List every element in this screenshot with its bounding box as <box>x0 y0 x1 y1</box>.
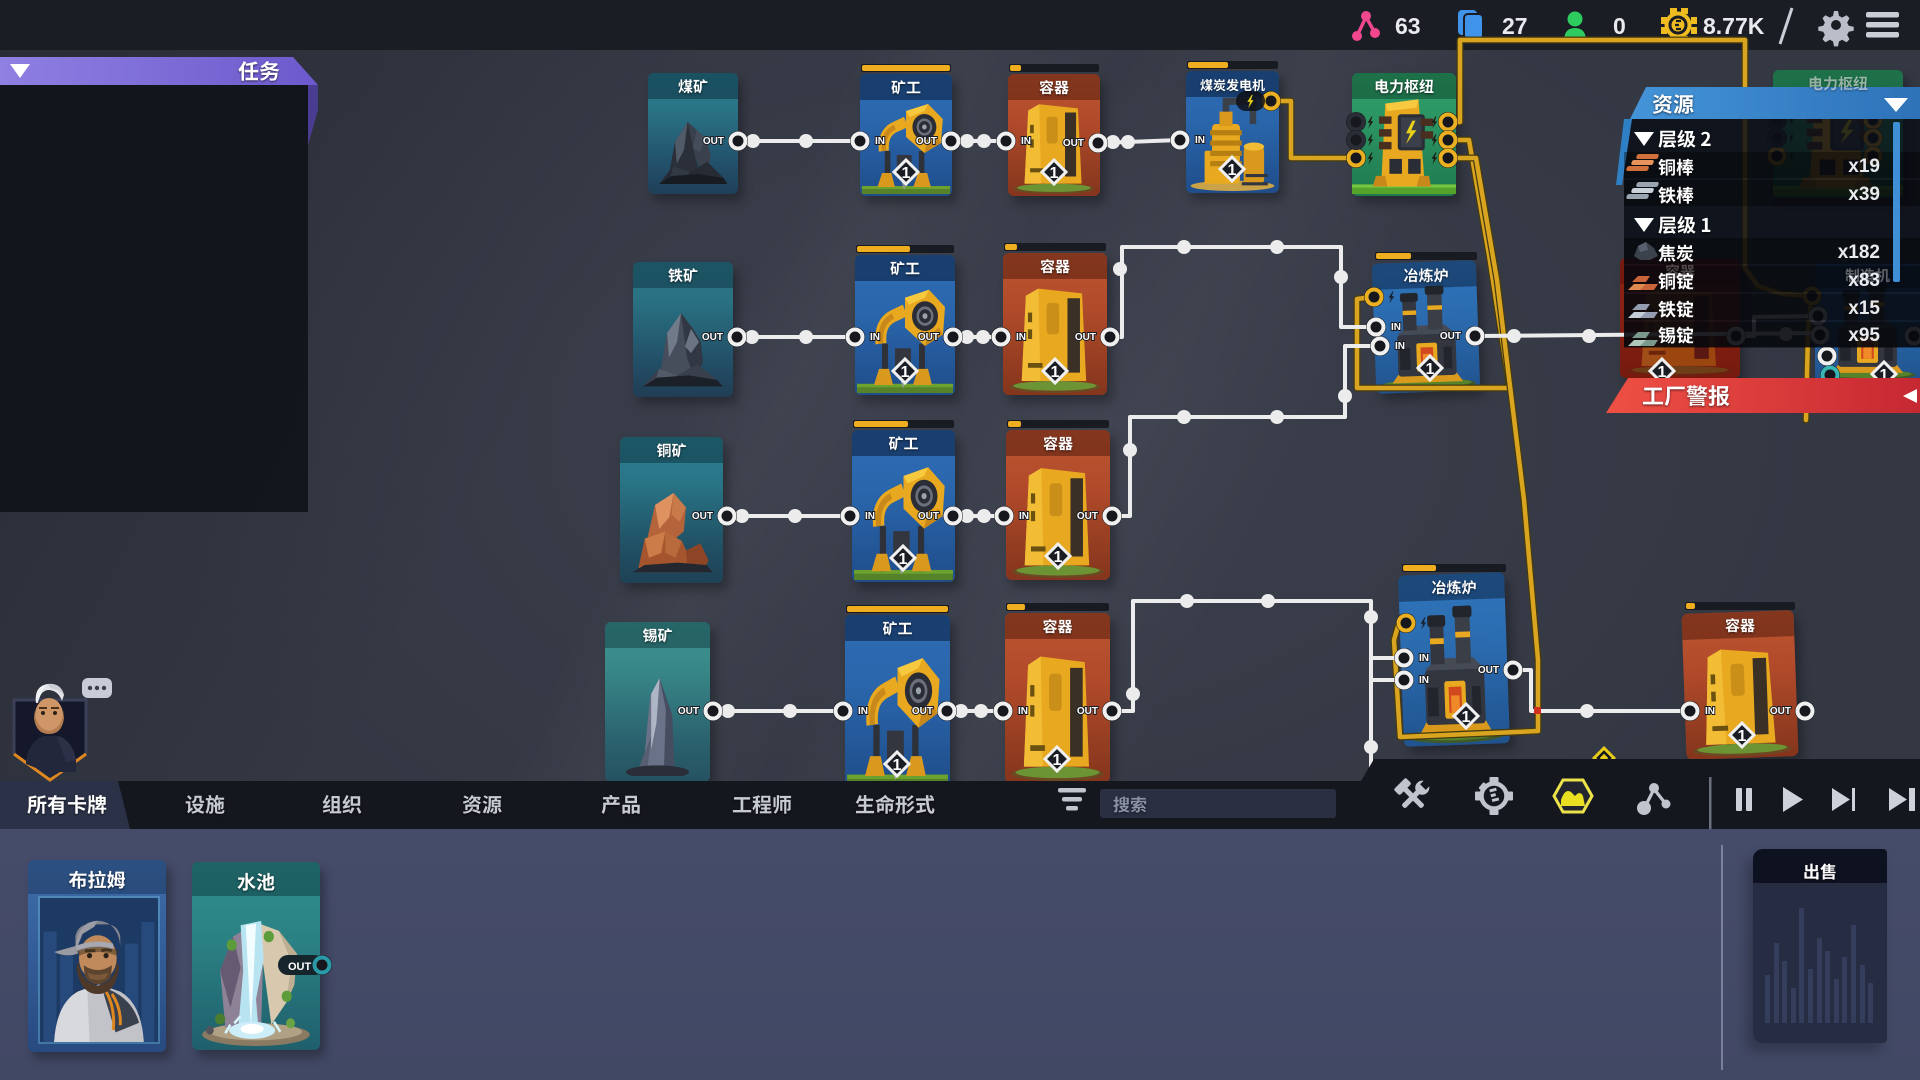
svg-text:IN: IN <box>1419 675 1429 686</box>
svg-text:IN: IN <box>1419 653 1429 664</box>
svg-text:OUT: OUT <box>678 706 699 717</box>
svg-text:OUT: OUT <box>1063 138 1084 149</box>
svg-text:1: 1 <box>1053 752 1062 769</box>
svg-text:OUT: OUT <box>1077 511 1098 522</box>
svg-text:IN: IN <box>875 136 885 147</box>
svg-text:IN: IN <box>1395 341 1405 352</box>
svg-text:1: 1 <box>1050 165 1059 182</box>
svg-text:IN: IN <box>865 511 875 522</box>
svg-text:OUT: OUT <box>288 961 312 973</box>
svg-text:1: 1 <box>1054 549 1063 566</box>
svg-text:OUT: OUT <box>916 136 937 147</box>
svg-text:OUT: OUT <box>1770 706 1791 717</box>
svg-text:IN: IN <box>1391 322 1401 333</box>
svg-text:1: 1 <box>1880 367 1889 384</box>
svg-text:IN: IN <box>870 332 880 343</box>
svg-text:IN: IN <box>1019 511 1029 522</box>
svg-text:1: 1 <box>1738 728 1747 745</box>
svg-text:IN: IN <box>1705 706 1715 717</box>
svg-text:1: 1 <box>893 757 902 774</box>
svg-text:1: 1 <box>1426 361 1435 378</box>
svg-text:1: 1 <box>899 551 908 568</box>
svg-text:IN: IN <box>1016 332 1026 343</box>
svg-text:OUT: OUT <box>703 136 724 147</box>
svg-text:1: 1 <box>1051 364 1060 381</box>
svg-text:1: 1 <box>902 165 911 182</box>
svg-text:OUT: OUT <box>1478 665 1499 676</box>
svg-text:IN: IN <box>1021 136 1031 147</box>
svg-text:IN: IN <box>1018 706 1028 717</box>
svg-text:1: 1 <box>1462 709 1471 726</box>
svg-text:OUT: OUT <box>918 511 939 522</box>
svg-text:1: 1 <box>1658 364 1667 381</box>
svg-text:OUT: OUT <box>918 332 939 343</box>
svg-text:OUT: OUT <box>1075 332 1096 343</box>
svg-text:IN: IN <box>1195 135 1205 146</box>
svg-text:1: 1 <box>1228 162 1237 179</box>
svg-text:OUT: OUT <box>912 706 933 717</box>
svg-text:1: 1 <box>901 364 910 381</box>
svg-text:OUT: OUT <box>1077 706 1098 717</box>
svg-text:OUT: OUT <box>702 332 723 343</box>
svg-text:IN: IN <box>858 706 868 717</box>
svg-text:OUT: OUT <box>692 511 713 522</box>
svg-text:OUT: OUT <box>1440 331 1461 342</box>
